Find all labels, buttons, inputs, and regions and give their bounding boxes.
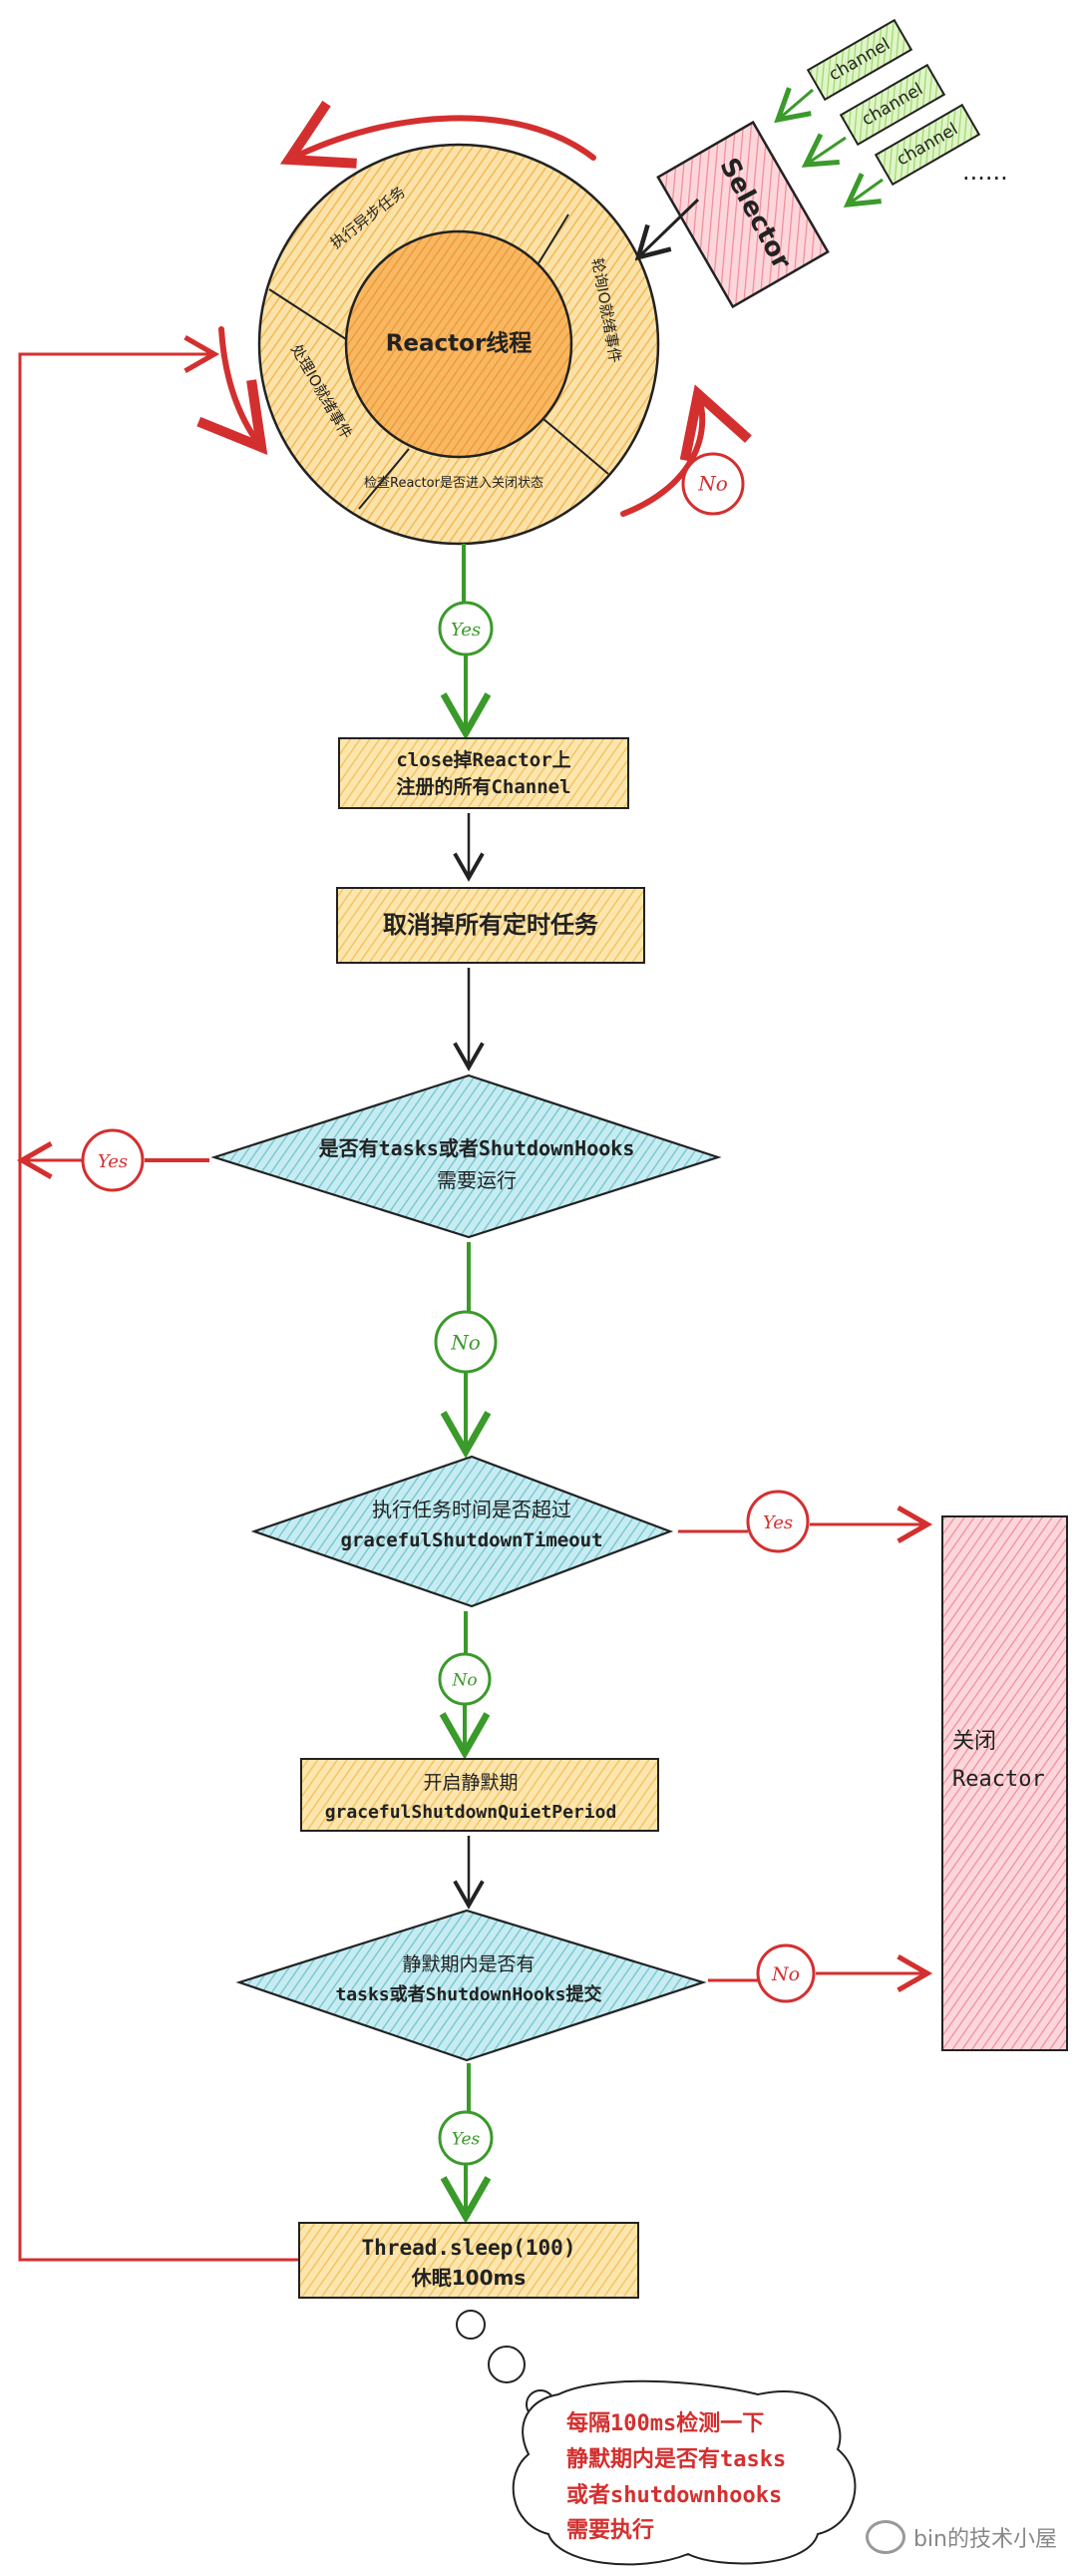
cancel-tasks-box	[336, 887, 645, 964]
no-badge-right	[756, 1943, 816, 2003]
cancel-tasks-label: 取消掉所有定时任务	[383, 911, 599, 939]
yes-label-bottom: Yes	[452, 2130, 481, 2150]
channel-box-2	[839, 63, 946, 147]
close-reactor-line1: 关闭	[952, 1729, 996, 1754]
close-channels-line2: 注册的所有Channel	[396, 775, 570, 798]
channel-box-3	[874, 103, 981, 187]
decision-quiet-line1: 静默期内是否有	[402, 1953, 535, 1975]
sleep-line2: 休眠100ms	[411, 2266, 527, 2290]
channel-arrows	[774, 87, 884, 208]
no-label-mid: No	[450, 1331, 481, 1355]
sleep-box	[298, 2222, 639, 2299]
selector-box	[656, 120, 830, 309]
channel-box-1	[806, 18, 913, 102]
seg-check-label: 检查Reactor是否进入关闭状态	[364, 476, 543, 491]
loop-back-line	[18, 335, 299, 2262]
note-line4: 需要执行	[566, 2517, 654, 2543]
decision-tasks-diamond	[210, 1073, 722, 1239]
reactor-ring	[257, 143, 660, 546]
quiet-period-box	[300, 1758, 659, 1832]
yes-badge-right	[746, 1490, 810, 1553]
wechat-icon	[865, 2520, 905, 2554]
yes-label-left: Yes	[98, 1151, 128, 1172]
decision-quiet-diamond	[235, 1909, 707, 2062]
watermark-text: bin的技术小屋	[912, 2527, 1057, 2552]
quiet-period-line2: gracefulShutdownQuietPeriod	[325, 1802, 617, 1823]
note-line1: 每隔100ms检测一下	[566, 2410, 764, 2436]
quiet-period-line1: 开启静默期	[423, 1772, 518, 1794]
channels-more: ......	[962, 158, 1008, 186]
decision-timeout-diamond	[250, 1455, 674, 1608]
rotation-arrows	[196, 100, 752, 517]
decision-quiet-line2: tasks或者ShutdownHooks提交	[335, 1983, 601, 2005]
no-label-lower: No	[451, 1671, 477, 1691]
reactor-center-label: Reactor线程	[386, 330, 533, 357]
close-channels-box	[338, 737, 629, 809]
yes-label-right: Yes	[763, 1512, 793, 1533]
no-badge-top	[681, 452, 745, 516]
decision-tasks-line1: 是否有tasks或者ShutdownHooks	[318, 1136, 635, 1160]
yes-badge-left	[81, 1128, 145, 1192]
yes-label-top: Yes	[451, 620, 481, 641]
close-reactor-line2: Reactor	[952, 1767, 1045, 1792]
sleep-line1: Thread.sleep(100)	[362, 2236, 576, 2260]
decision-timeout-line1: 执行任务时间是否超过	[372, 1498, 571, 1521]
note-line3: 或者shutdownhooks	[566, 2482, 782, 2508]
decision-tasks-line2: 需要运行	[437, 1168, 517, 1192]
close-reactor-box	[941, 1515, 1068, 2051]
note-line2: 静默期内是否有tasks	[566, 2446, 786, 2472]
close-channels-line1: close掉Reactor上	[396, 748, 570, 771]
selector-to-reactor-arrow	[634, 198, 700, 261]
no-label-top: No	[697, 472, 728, 496]
no-label-right: No	[771, 1963, 800, 1985]
watermark: bin的技术小屋	[865, 2520, 1057, 2554]
note-bubble	[456, 2310, 857, 2566]
decision-timeout-line2: gracefulShutdownTimeout	[340, 1529, 602, 1551]
